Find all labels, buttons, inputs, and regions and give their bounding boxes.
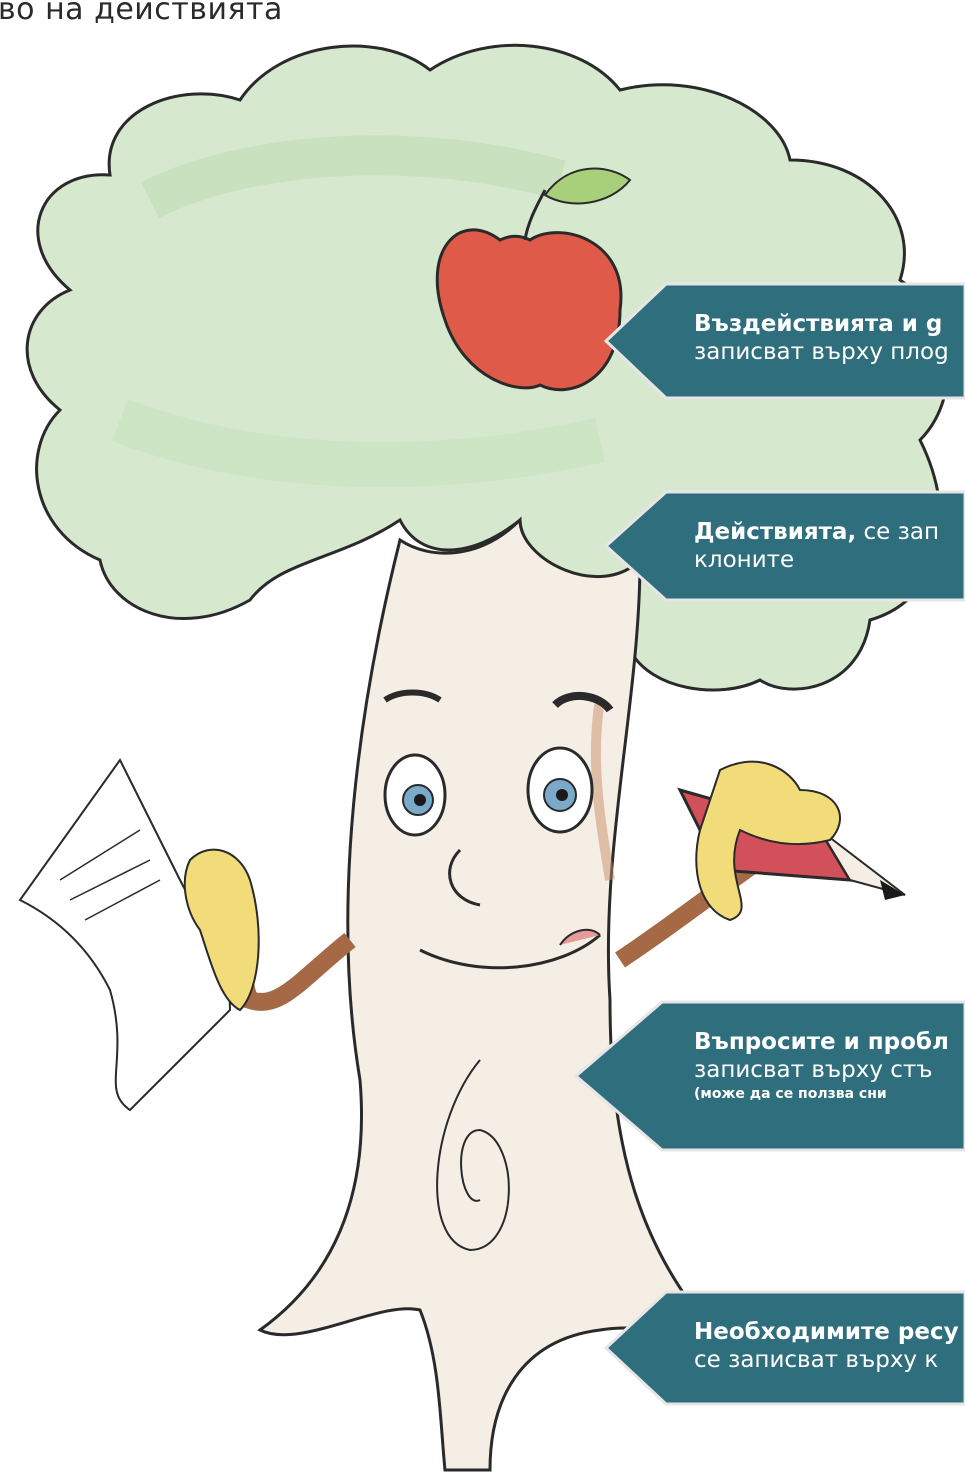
callout-trunk-line3: (може да се ползва сни xyxy=(694,1086,887,1102)
callout-fruits-line2: записват върху плоg xyxy=(694,339,949,365)
paper-note-icon xyxy=(18,758,356,1112)
pencil-icon xyxy=(615,760,906,968)
callout-roots: Необходимите ресу се записват върху к xyxy=(0,1290,965,1406)
callout-branches-line2: клоните xyxy=(694,547,795,573)
page-title: во на действията xyxy=(0,0,283,27)
callout-fruits: Въздействията и g записват върху плоg xyxy=(0,282,965,400)
leaf-icon xyxy=(543,167,632,205)
callout-roots-line1: Необходимите ресу xyxy=(694,1319,959,1345)
callout-branches-line1-bold: Действията, xyxy=(694,519,857,545)
callout-branches-line1-rest: се зап xyxy=(856,519,939,545)
callout-trunk-line2: записват върху стъ xyxy=(694,1057,933,1083)
callout-trunk: Въпросите и пробл записват върху стъ (мо… xyxy=(0,1000,965,1152)
apple-icon xyxy=(435,167,632,392)
callout-trunk-line1: Въпросите и пробл xyxy=(694,1029,949,1055)
callout-branches: Действията, се зап клоните xyxy=(0,490,965,602)
tree-face xyxy=(383,689,614,970)
callout-roots-line2: се записват върху к xyxy=(694,1347,939,1373)
callout-fruits-line1: Въздействията и g xyxy=(694,311,943,337)
